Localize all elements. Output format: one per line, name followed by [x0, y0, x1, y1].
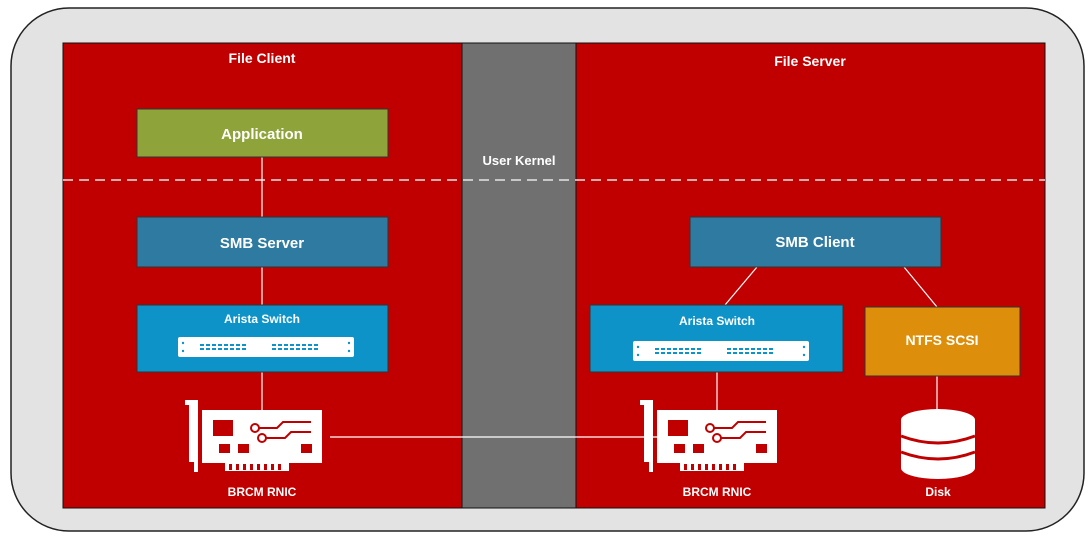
disk-label: Disk	[925, 485, 951, 499]
network-card-icon	[639, 399, 778, 473]
network-card-icon	[184, 399, 323, 473]
switch-ports-icon	[178, 337, 354, 357]
connector-smbclient-ntfs	[903, 266, 938, 308]
arista-switch-label-server: Arista Switch	[679, 314, 755, 328]
application-box	[136, 108, 389, 158]
ntfs-scsi-label: NTFS SCSI	[905, 332, 978, 348]
user-kernel-label: User Kernel	[483, 153, 556, 168]
switch-ports-icon	[633, 341, 809, 361]
brcm-rnic-label-server: BRCM RNIC	[683, 485, 752, 499]
application-label: Application	[221, 126, 303, 143]
smb-client-box	[689, 216, 942, 268]
brcm-rnic-label-client: BRCM RNIC	[228, 485, 297, 499]
file-client-title: File Client	[229, 50, 296, 66]
file-server-title: File Server	[774, 53, 846, 69]
arista-switch-label-client: Arista Switch	[224, 312, 300, 326]
ntfs-scsi-box	[864, 306, 1021, 377]
smb-server-label: SMB Server	[220, 235, 304, 252]
connector-smbclient-switch	[724, 266, 758, 306]
smb-server-box	[136, 216, 389, 268]
database-disk-icon	[900, 409, 976, 479]
user-kernel-divider	[461, 42, 577, 509]
smb-client-label: SMB Client	[775, 234, 854, 251]
